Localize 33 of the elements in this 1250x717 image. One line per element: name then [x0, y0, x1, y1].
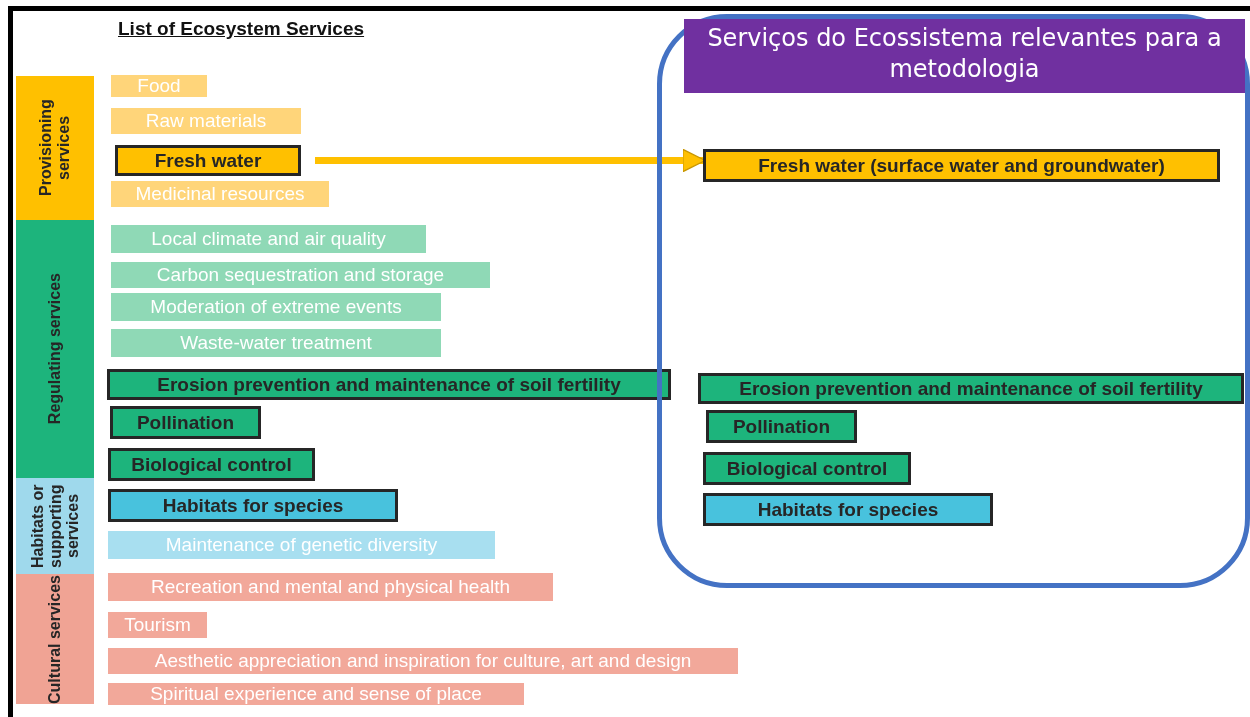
category-band: [16, 220, 94, 478]
service-bar: Recreation and mental and physical health: [108, 573, 553, 601]
category-label: Habitats or supporting services: [28, 483, 82, 570]
selected-service-bar: Pollination: [706, 410, 857, 443]
service-bar: Carbon sequestration and storage: [111, 262, 490, 288]
service-bar: Raw materials: [111, 108, 301, 134]
service-bar: Spiritual experience and sense of place: [108, 683, 524, 705]
selected-service-bar: Erosion prevention and maintenance of soil fertility: [698, 373, 1244, 404]
selected-service-bar: Erosion prevention and maintenance of soil fertility: [107, 369, 671, 400]
service-bar: Waste-water treatment: [111, 329, 441, 357]
service-bar: Food: [111, 75, 207, 97]
selected-service-bar: Biological control: [703, 452, 911, 485]
category-label: Provisioning services: [37, 98, 73, 199]
category-band: [16, 478, 94, 574]
service-bar: Medicinal resources: [111, 181, 329, 207]
rounded-frame: [657, 14, 1250, 588]
service-bar: Maintenance of genetic diversity: [108, 531, 495, 559]
service-bar: Tourism: [108, 612, 207, 638]
service-bar: Local climate and air quality: [111, 225, 426, 253]
service-bar: Moderation of extreme events: [111, 293, 441, 321]
category-band: [16, 574, 94, 704]
category-label: Cultural services: [46, 574, 64, 704]
heading-banner: Serviços do Ecossistema relevantes para a metodologia: [684, 19, 1245, 93]
category-label: Regulating services: [46, 273, 64, 425]
selected-service-bar: Pollination: [110, 406, 261, 439]
selected-service-bar: Habitats for species: [703, 493, 993, 526]
service-bar: Aesthetic appreciation and inspiration for culture, art and design: [108, 648, 738, 674]
title: List of Ecosystem Services: [118, 18, 365, 40]
selected-service-bar: Fresh water (surface water and groundwater): [703, 149, 1220, 182]
selected-service-bar: Biological control: [108, 448, 315, 481]
category-band: [16, 76, 94, 220]
selected-service-bar: Fresh water: [115, 145, 301, 176]
selected-service-bar: Habitats for species: [108, 489, 398, 522]
